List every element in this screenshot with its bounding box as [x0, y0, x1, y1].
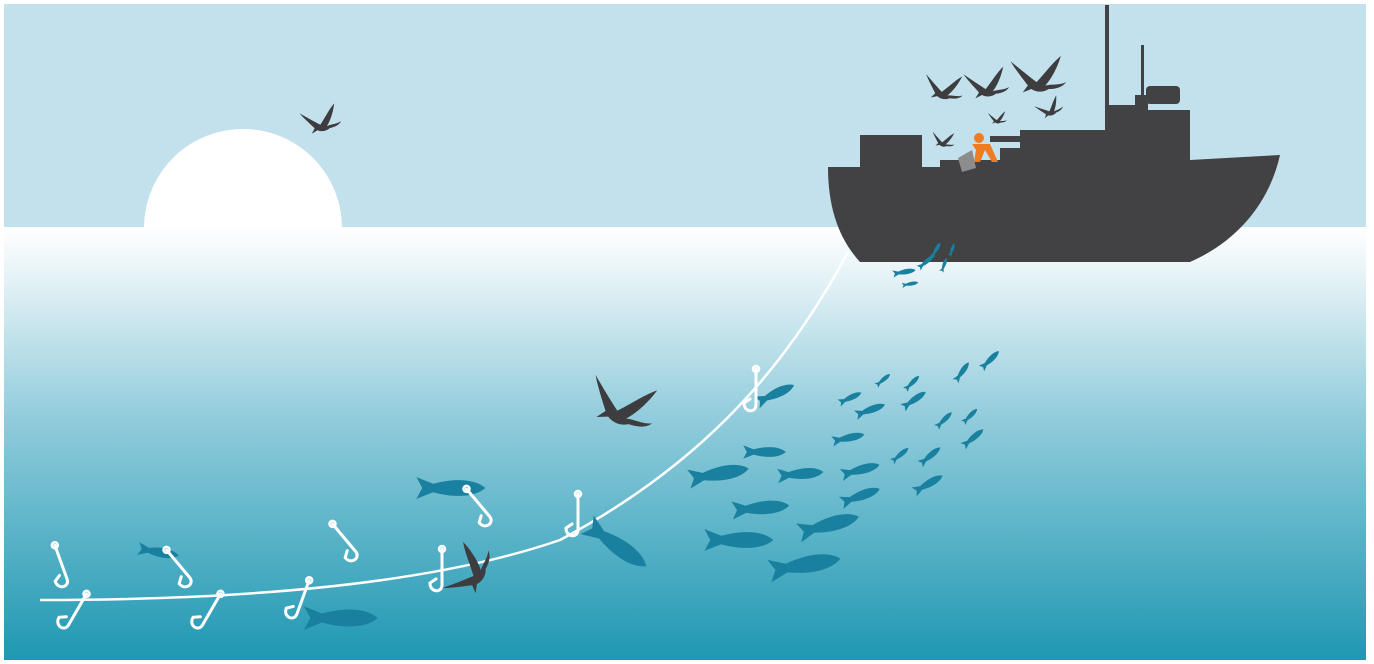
longline-fishing-illustration — [0, 0, 1374, 664]
